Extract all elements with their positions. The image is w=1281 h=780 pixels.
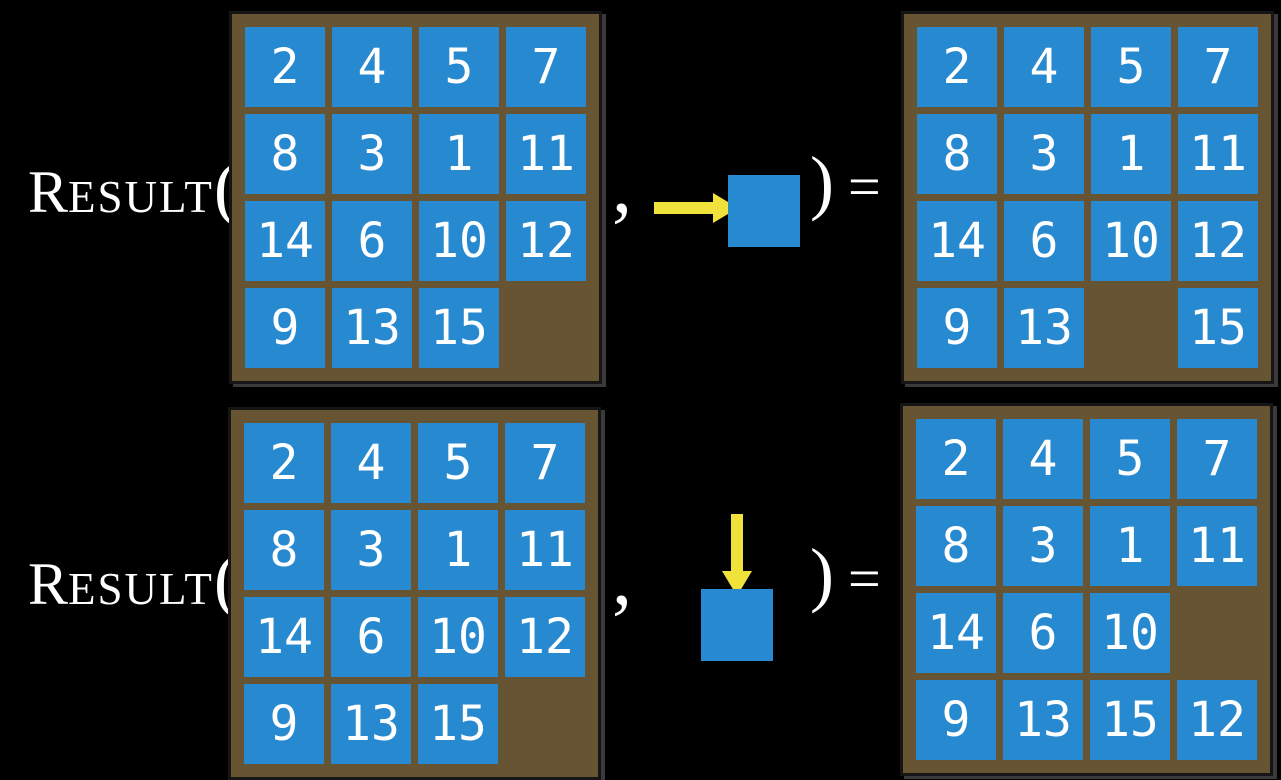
puzzle-tile-4: 4 <box>1003 419 1083 499</box>
comma-separator: , <box>612 146 632 226</box>
puzzle-tile-14: 14 <box>245 201 325 281</box>
comma-glyph: , <box>612 534 632 622</box>
puzzle-tile-15: 15 <box>1090 680 1170 760</box>
result-label-lead: R <box>28 159 69 225</box>
puzzle-tile-4: 4 <box>332 27 412 107</box>
puzzle-tile-13: 13 <box>332 288 412 368</box>
puzzle-tile-6: 6 <box>332 201 412 281</box>
close-paren-equals: )= <box>810 538 881 610</box>
puzzle-tile-15: 15 <box>419 288 499 368</box>
puzzle-tile-4: 4 <box>1004 27 1084 107</box>
puzzle-tile-2: 2 <box>916 419 996 499</box>
puzzle-tile-3: 3 <box>332 114 412 194</box>
puzzle-tile-4: 4 <box>331 423 411 503</box>
puzzle-tile-2: 2 <box>917 27 997 107</box>
puzzle-tile-12: 12 <box>1177 680 1257 760</box>
puzzle-tile-10: 10 <box>419 201 499 281</box>
result-label-lead: R <box>28 551 69 617</box>
puzzle-tile-11: 11 <box>1178 114 1258 194</box>
puzzle-tile-8: 8 <box>916 506 996 586</box>
close-paren-equals: )= <box>810 146 881 218</box>
equals-sign: = <box>847 154 881 219</box>
puzzle-tile-11: 11 <box>506 114 586 194</box>
blank-cell <box>1177 593 1257 673</box>
action-tile-square-down <box>701 589 773 661</box>
puzzle-tile-9: 9 <box>245 288 325 368</box>
puzzle-tile-2: 2 <box>244 423 324 503</box>
puzzle-tile-1: 1 <box>1090 506 1170 586</box>
puzzle-tile-7: 7 <box>505 423 585 503</box>
puzzle-tile-6: 6 <box>1004 201 1084 281</box>
puzzle-tile-13: 13 <box>1004 288 1084 368</box>
puzzle-tile-6: 6 <box>331 597 411 677</box>
right-arrow-icon <box>654 193 738 223</box>
puzzle-tile-10: 10 <box>1090 593 1170 673</box>
puzzle-tile-8: 8 <box>917 114 997 194</box>
open-paren: ( <box>213 148 238 228</box>
puzzle-tile-3: 3 <box>1003 506 1083 586</box>
puzzle-tile-5: 5 <box>418 423 498 503</box>
puzzle-tile-9: 9 <box>244 684 324 764</box>
puzzle-tile-5: 5 <box>419 27 499 107</box>
puzzle-tile-5: 5 <box>1091 27 1171 107</box>
puzzle-tile-7: 7 <box>1178 27 1258 107</box>
comma-separator: , <box>612 538 632 618</box>
result-function-label: RESULT( <box>28 544 238 616</box>
down-arrow-icon <box>722 514 752 596</box>
blank-cell <box>506 288 586 368</box>
puzzle-tile-10: 10 <box>418 597 498 677</box>
result-function-label: RESULT( <box>28 152 238 224</box>
puzzle-tile-2: 2 <box>245 27 325 107</box>
blank-cell <box>505 684 585 764</box>
puzzle-tile-7: 7 <box>1177 419 1257 499</box>
puzzle-tile-15: 15 <box>1178 288 1258 368</box>
puzzle-tile-12: 12 <box>1178 201 1258 281</box>
close-paren: ) <box>810 534 834 614</box>
puzzle-tile-3: 3 <box>331 510 411 590</box>
puzzle-tile-1: 1 <box>1091 114 1171 194</box>
puzzle-tile-13: 13 <box>1003 680 1083 760</box>
puzzle-tile-11: 11 <box>505 510 585 590</box>
puzzle-tile-12: 12 <box>505 597 585 677</box>
puzzle-tile-8: 8 <box>244 510 324 590</box>
puzzle-tile-14: 14 <box>244 597 324 677</box>
puzzle-tile-10: 10 <box>1091 201 1171 281</box>
result-label-rest: ESULT <box>68 172 214 222</box>
result-label-rest: ESULT <box>68 564 214 614</box>
puzzle-tile-9: 9 <box>916 680 996 760</box>
puzzle-tile-11: 11 <box>1177 506 1257 586</box>
puzzle-tile-8: 8 <box>245 114 325 194</box>
puzzle-tile-14: 14 <box>916 593 996 673</box>
comma-glyph: , <box>612 142 632 230</box>
puzzle-tile-12: 12 <box>506 201 586 281</box>
puzzle-tile-9: 9 <box>917 288 997 368</box>
puzzle-tile-6: 6 <box>1003 593 1083 673</box>
puzzle-tile-1: 1 <box>418 510 498 590</box>
puzzle-tile-14: 14 <box>917 201 997 281</box>
puzzle-tile-13: 13 <box>331 684 411 764</box>
close-paren: ) <box>810 142 834 222</box>
blank-cell <box>1091 288 1171 368</box>
puzzle-tile-3: 3 <box>1004 114 1084 194</box>
action-tile-square-right <box>728 175 800 247</box>
puzzle-tile-1: 1 <box>419 114 499 194</box>
puzzle-tile-7: 7 <box>506 27 586 107</box>
equals-sign: = <box>847 546 881 611</box>
puzzle-tile-5: 5 <box>1090 419 1170 499</box>
puzzle-tile-15: 15 <box>418 684 498 764</box>
